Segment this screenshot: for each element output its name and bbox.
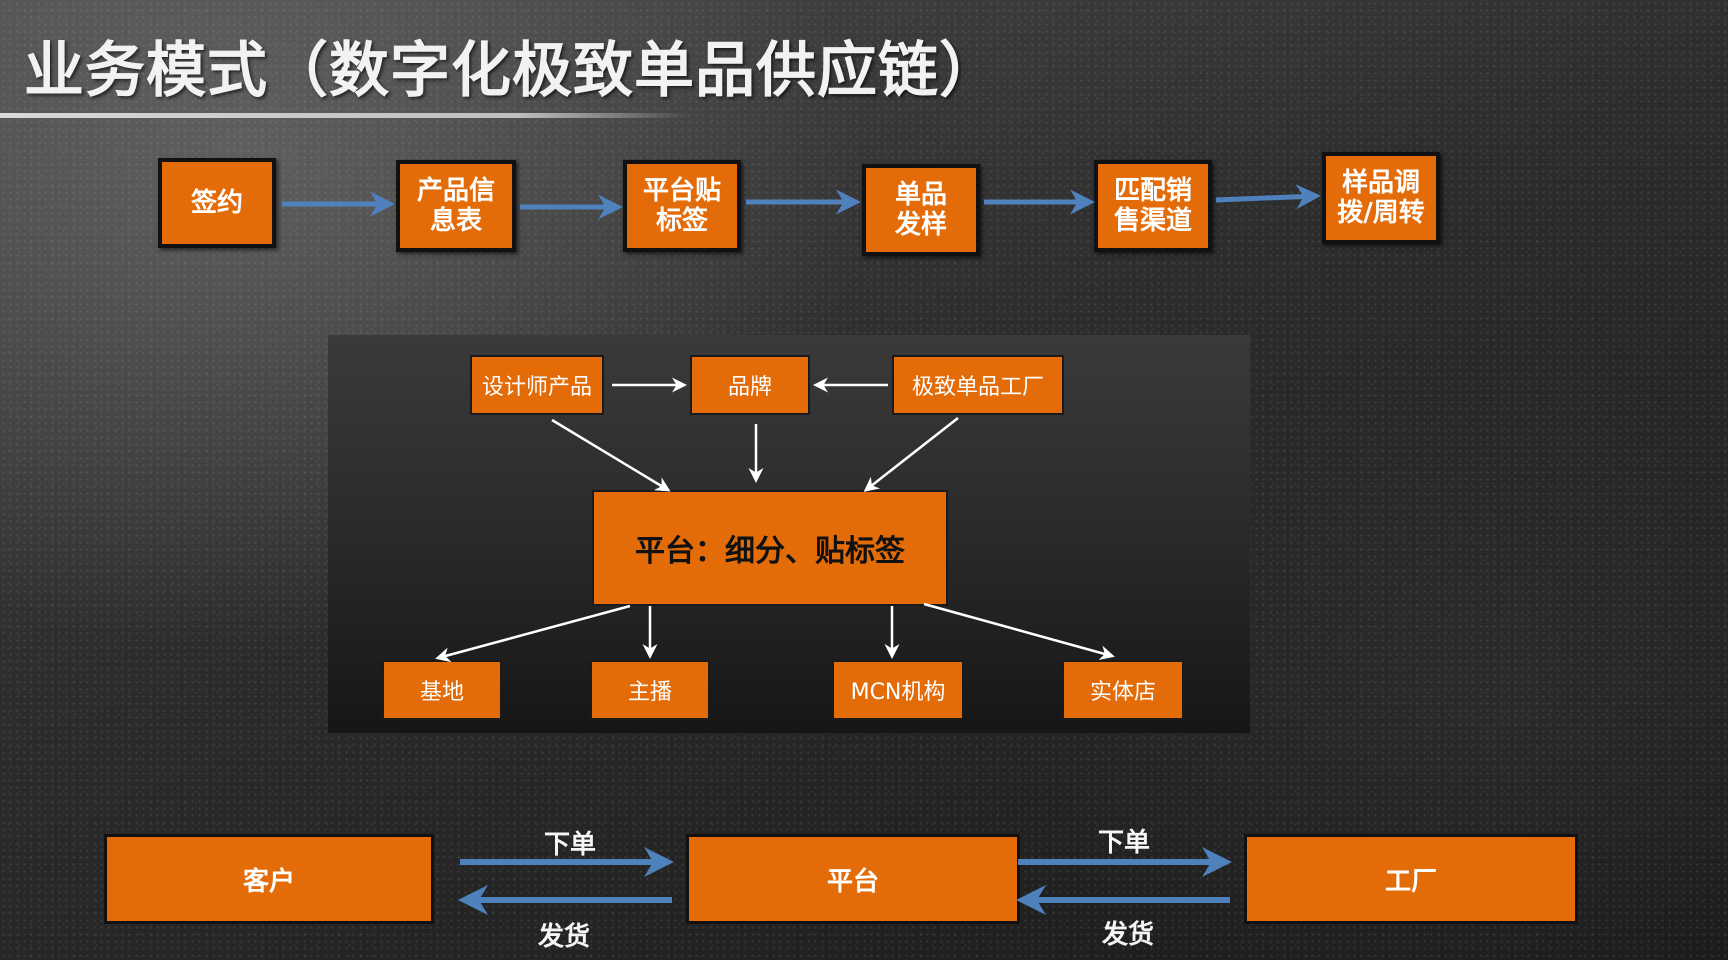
title-underline: [0, 113, 690, 118]
process-step-channel-matching: 匹配销 售渠道: [1094, 160, 1212, 252]
channel-streamer: 主播: [590, 660, 710, 720]
platform-center: 平台：细分、贴标签: [592, 490, 948, 606]
order-label-right: 下单: [1098, 828, 1151, 858]
process-step-label: 样品调 拨/周转: [1337, 168, 1425, 228]
process-step-sample-shipping: 单品 发样: [862, 164, 980, 256]
order-label-left: 下单: [544, 830, 597, 860]
arrow-platform-to-base: [435, 604, 631, 663]
factory-label: 工厂: [1384, 866, 1437, 897]
customer-label: 客户: [242, 866, 295, 897]
process-step-label: 签约: [190, 188, 243, 218]
channel-label: MCN机构: [850, 680, 946, 705]
factory-box: 工厂: [1244, 834, 1578, 924]
arrow-designer-to-platform: [551, 418, 671, 492]
source-label: 品牌: [727, 375, 772, 400]
channel-mcn: MCN机构: [832, 660, 964, 720]
source-brand: 品牌: [690, 355, 810, 415]
process-step-label: 产品信 息表: [416, 176, 495, 236]
customer-box: 客户: [104, 834, 434, 924]
source-designer-products: 设计师产品: [470, 355, 604, 415]
process-step-label: 单品 发样: [894, 180, 947, 240]
channel-physical-store: 实体店: [1062, 660, 1184, 720]
arrow-factory-to-platform: [863, 417, 959, 492]
process-arrow-5: [1215, 184, 1321, 210]
ship-label-left: 发货: [538, 922, 591, 952]
source-label: 极致单品工厂: [911, 375, 1044, 400]
source-factory: 极致单品工厂: [892, 355, 1064, 415]
platform-box: 平台: [686, 834, 1020, 924]
channel-label: 实体店: [1089, 680, 1156, 705]
arrow-platform-to-store: [923, 602, 1115, 661]
platform-center-label: 平台：细分、贴标签: [635, 534, 905, 569]
channel-base: 基地: [382, 660, 502, 720]
process-step-label-tagging: 平台贴 标签: [623, 160, 741, 252]
process-step-product-info: 产品信 息表: [396, 160, 516, 252]
process-step-label: 平台贴 标签: [642, 176, 721, 236]
channel-label: 基地: [419, 680, 464, 705]
channel-label: 主播: [627, 680, 672, 705]
source-label: 设计师产品: [481, 375, 592, 400]
process-step-sign: 签约: [158, 158, 276, 248]
process-step-sample-allocation: 样品调 拨/周转: [1322, 152, 1440, 244]
platform-label: 平台: [826, 866, 879, 897]
process-step-label: 匹配销 售渠道: [1113, 176, 1192, 236]
page-title: 业务模式（数字化极致单品供应链）: [24, 36, 1000, 106]
ship-label-right: 发货: [1102, 920, 1155, 950]
